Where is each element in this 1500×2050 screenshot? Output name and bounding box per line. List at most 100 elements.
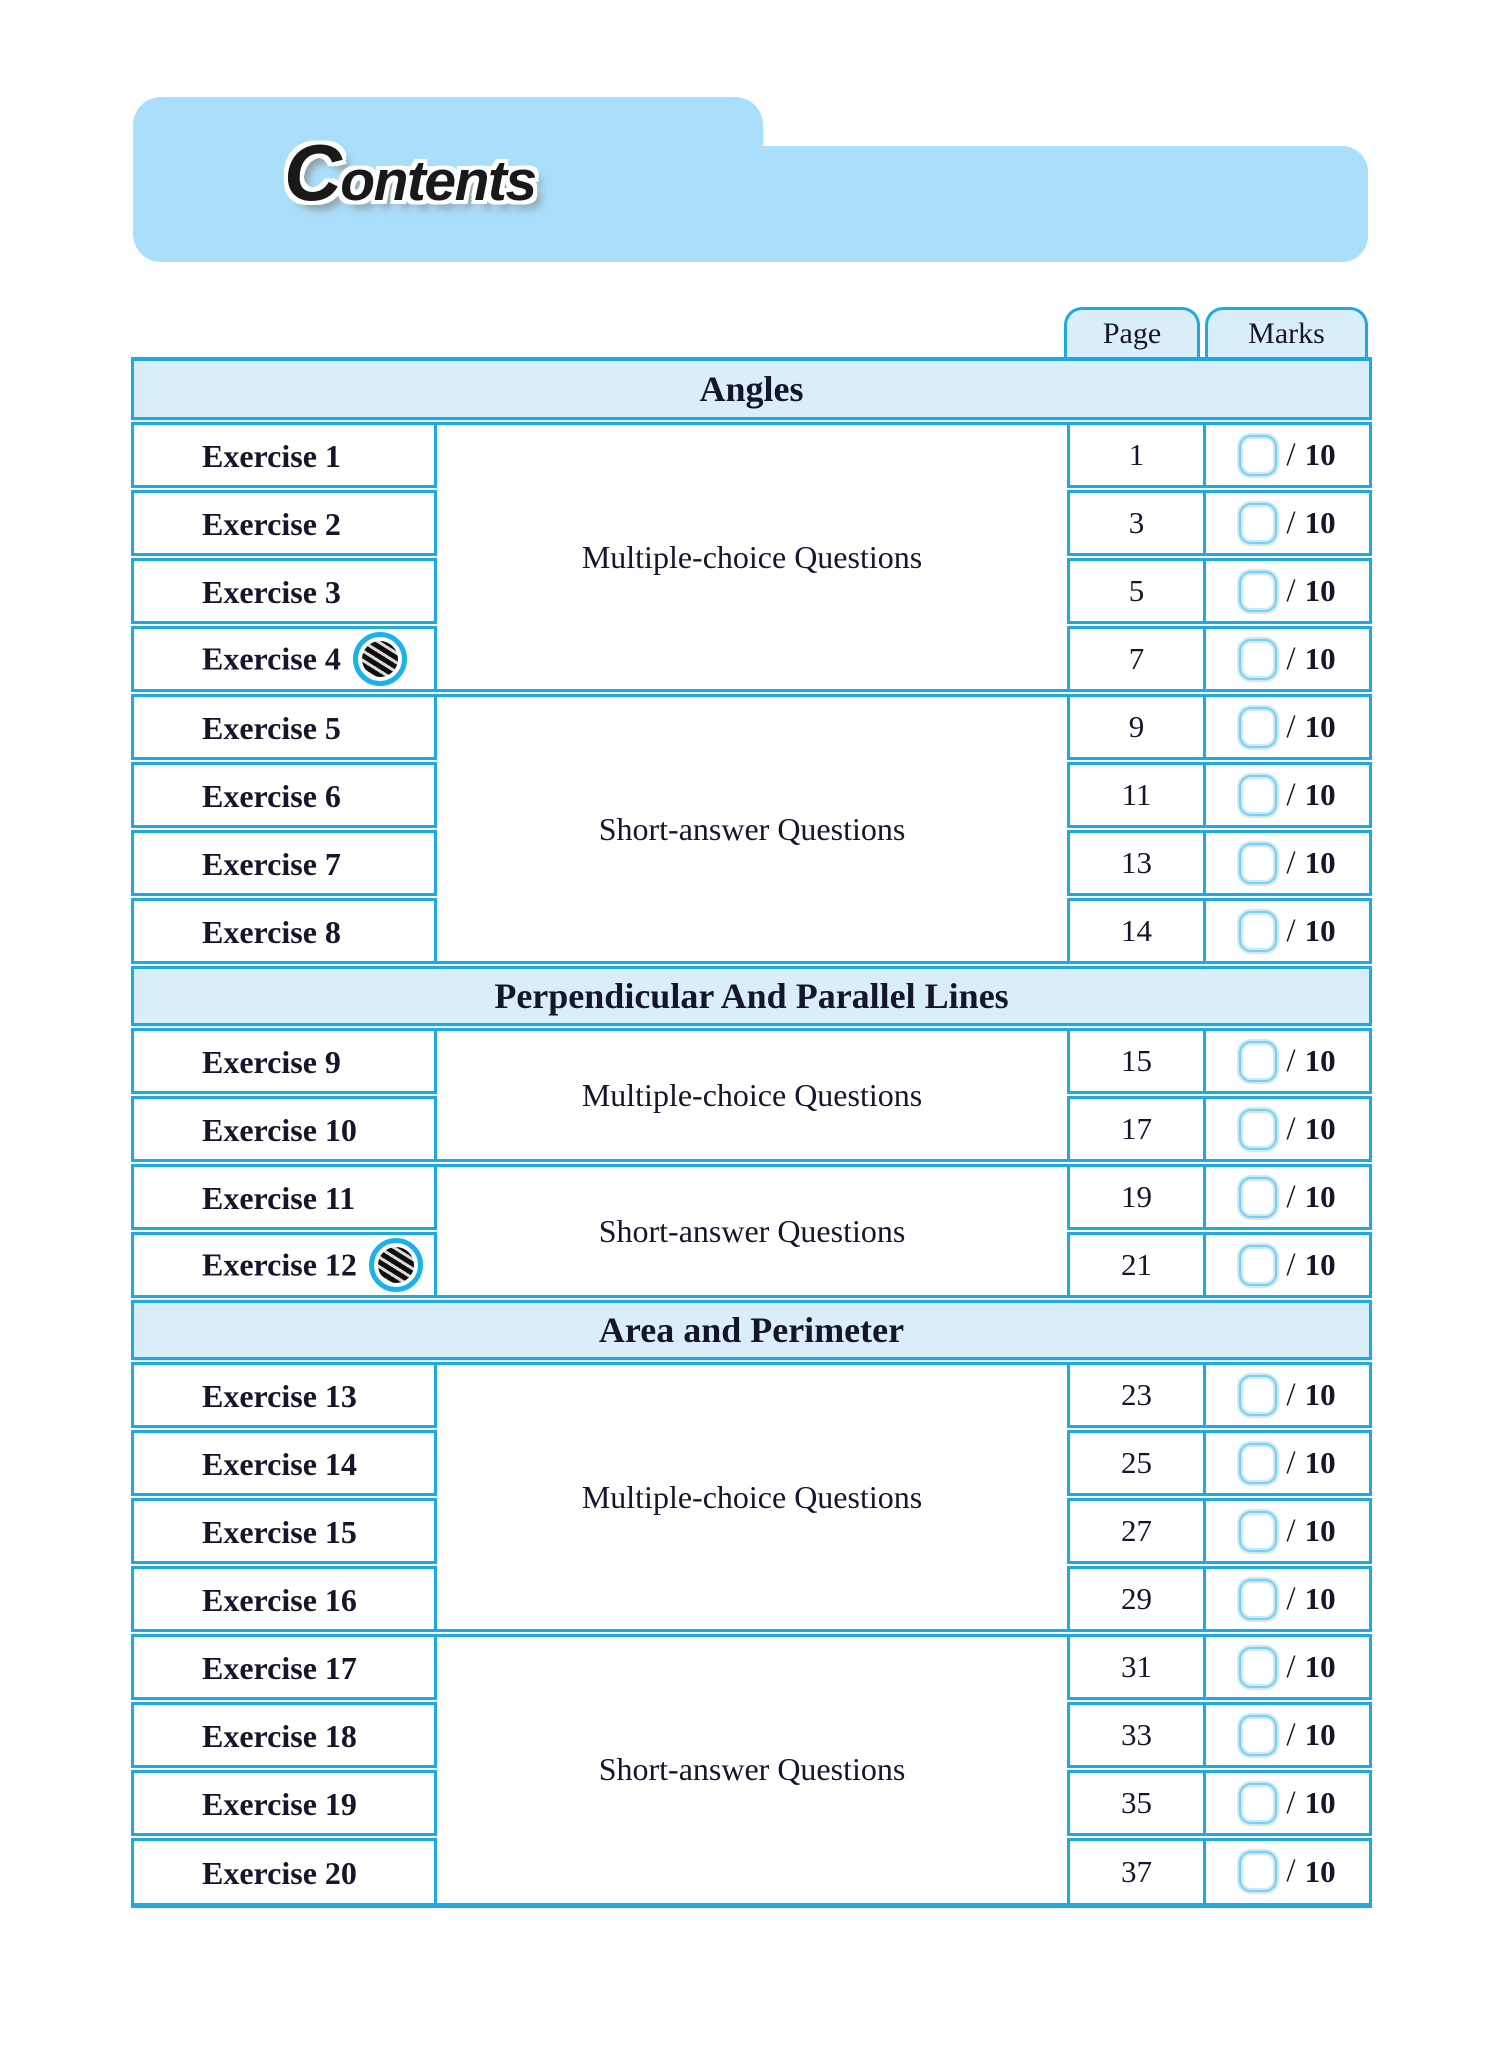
marks-input-box[interactable] xyxy=(1239,1851,1278,1893)
page-number: 9 xyxy=(1067,691,1206,765)
exercise-cell: Exercise 20 xyxy=(131,1835,437,1908)
marks-denominator: 10 xyxy=(1304,1445,1336,1480)
marks-cell: /10 xyxy=(1202,827,1373,901)
marks-slash: / xyxy=(1286,436,1296,473)
marks-cell: /10 xyxy=(1202,1495,1373,1569)
marks-input-box[interactable] xyxy=(1239,706,1278,748)
marks-input-box[interactable] xyxy=(1239,1510,1278,1552)
marks-slash: / xyxy=(1286,1512,1296,1549)
marks-input-box[interactable] xyxy=(1239,638,1278,680)
marks-cell: /10 xyxy=(1202,487,1373,561)
marks-slash: / xyxy=(1286,776,1296,813)
marks-input-box[interactable] xyxy=(1239,1108,1278,1150)
exercise-cell: Exercise 14 xyxy=(131,1427,437,1501)
exercise-label: Exercise 12 xyxy=(202,1246,357,1283)
marks-denominator: 10 xyxy=(1304,1043,1336,1078)
marks-denominator: 10 xyxy=(1304,777,1336,812)
marks-cell: /10 xyxy=(1202,1161,1373,1235)
marks-slash: / xyxy=(1286,504,1296,541)
marks-denominator: 10 xyxy=(1304,845,1336,880)
marks-cell: /10 xyxy=(1202,759,1373,833)
page-number: 1 xyxy=(1067,419,1206,493)
marks-input-box[interactable] xyxy=(1239,774,1278,816)
section-header: Perpendicular And Parallel Lines xyxy=(130,963,1373,1031)
marks-cell: /10 xyxy=(1202,1229,1373,1303)
section-row: Perpendicular And Parallel Lines xyxy=(130,963,1373,1031)
tab-page-label: Page xyxy=(1102,316,1162,350)
page-number: 13 xyxy=(1067,827,1206,901)
page-title-initial: C xyxy=(284,128,342,217)
exercise-cell: Exercise 16 xyxy=(131,1563,437,1637)
exercise-cell: Exercise 11 xyxy=(131,1161,437,1235)
exercise-cell: Exercise 10 xyxy=(131,1093,437,1167)
page-number: 15 xyxy=(1067,1025,1206,1099)
marks-denominator: 10 xyxy=(1304,1377,1336,1412)
marks-input-box[interactable] xyxy=(1239,1374,1278,1416)
marks-cell: /10 xyxy=(1202,1093,1373,1167)
marks-input-box[interactable] xyxy=(1239,1244,1278,1286)
exercise-cell: Exercise 18 xyxy=(131,1699,437,1773)
marks-denominator: 10 xyxy=(1304,1853,1336,1889)
exercise-label: Exercise 8 xyxy=(202,914,341,951)
marks-input-box[interactable] xyxy=(1239,1714,1278,1756)
marks-slash: / xyxy=(1286,1648,1296,1685)
marks-input-box[interactable] xyxy=(1239,502,1278,544)
marks-input-box[interactable] xyxy=(1239,1782,1278,1824)
marks-input-box[interactable] xyxy=(1239,1442,1278,1484)
exercise-label: Exercise 15 xyxy=(202,1514,357,1551)
marks-input-box[interactable] xyxy=(1239,1040,1278,1082)
marks-slash: / xyxy=(1286,912,1296,949)
column-tab-page: Page xyxy=(1064,307,1200,357)
marks-denominator: 10 xyxy=(1304,505,1336,540)
marks-input-box[interactable] xyxy=(1239,1646,1278,1688)
page-number: 19 xyxy=(1067,1161,1206,1235)
exercise-cell: Exercise 13 xyxy=(131,1359,437,1433)
description-cell: Multiple-choice Questions xyxy=(434,419,1070,697)
marks-input-box[interactable] xyxy=(1239,1578,1278,1620)
marks-denominator: 10 xyxy=(1304,1111,1336,1146)
marks-denominator: 10 xyxy=(1304,641,1336,676)
marks-input-box[interactable] xyxy=(1239,434,1278,476)
description-cell: Short-answer Questions xyxy=(434,1631,1070,1908)
page-title-rest: ontents xyxy=(340,149,537,213)
marks-cell: /10 xyxy=(1202,1767,1373,1841)
marks-input-box[interactable] xyxy=(1239,910,1278,952)
marks-denominator: 10 xyxy=(1304,1649,1336,1684)
marks-slash: / xyxy=(1286,1376,1296,1413)
challenge-badge-icon xyxy=(352,632,407,686)
marks-input-box[interactable] xyxy=(1239,570,1278,612)
page-title: Contents xyxy=(284,133,537,213)
exercise-label: Exercise 7 xyxy=(202,846,341,883)
marks-slash: / xyxy=(1286,1444,1296,1481)
marks-input-box[interactable] xyxy=(1239,842,1278,884)
exercise-cell: Exercise 9 xyxy=(131,1025,437,1099)
marks-slash: / xyxy=(1286,1580,1296,1617)
page-number: 33 xyxy=(1067,1699,1206,1773)
marks-slash: / xyxy=(1286,1178,1296,1215)
exercise-label: Exercise 1 xyxy=(202,438,341,475)
exercise-cell: Exercise 4 xyxy=(131,623,437,697)
marks-cell: /10 xyxy=(1202,1427,1373,1501)
page-number: 31 xyxy=(1067,1631,1206,1705)
page-number: 37 xyxy=(1067,1835,1206,1908)
exercise-label: Exercise 17 xyxy=(202,1650,357,1687)
exercise-label: Exercise 3 xyxy=(202,574,341,611)
exercise-cell: Exercise 17 xyxy=(131,1631,437,1705)
banner-right-shape xyxy=(540,146,1368,262)
exercise-cell: Exercise 19 xyxy=(131,1767,437,1841)
marks-cell: /10 xyxy=(1202,623,1373,697)
page-number: 29 xyxy=(1067,1563,1206,1637)
challenge-badge-icon xyxy=(368,1238,423,1292)
marks-input-box[interactable] xyxy=(1239,1176,1278,1218)
